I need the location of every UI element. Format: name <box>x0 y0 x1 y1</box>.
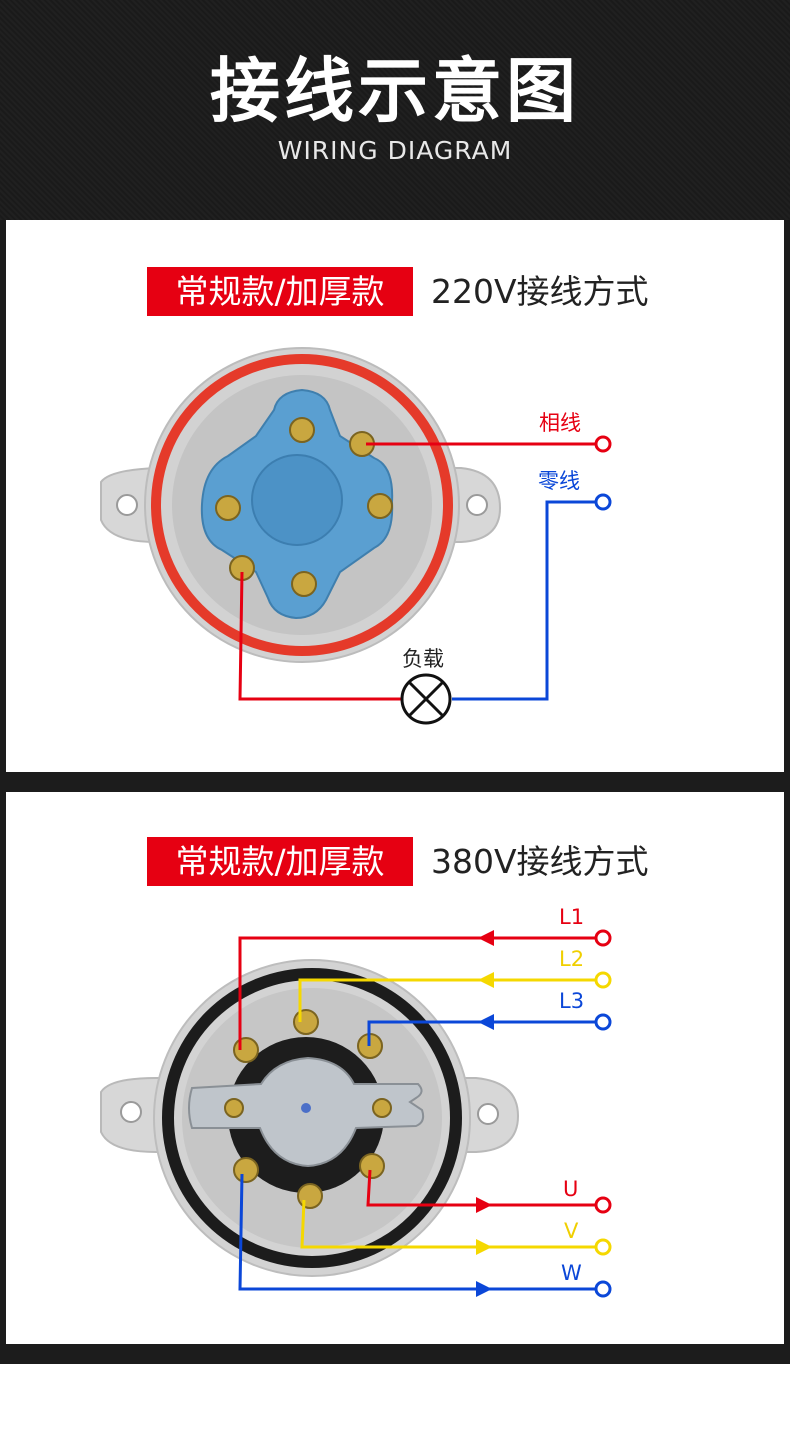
wire-v <box>300 1199 603 1249</box>
label-l3: L3 <box>559 989 584 1013</box>
terminal-l2 <box>594 971 612 989</box>
label-v: V <box>564 1219 579 1243</box>
tag-220: 常规款/加厚款 <box>147 267 413 316</box>
mounting-hole-left <box>120 1101 142 1123</box>
wire-l2 <box>298 978 603 1022</box>
wire-neutral <box>452 500 603 701</box>
arrow-l1 <box>478 930 494 946</box>
arrow-l2 <box>478 972 494 988</box>
wire-load-return <box>238 571 402 701</box>
label-w: W <box>561 1261 582 1285</box>
arrow-u <box>476 1197 492 1213</box>
panel-220: 相线 零线 负载 常规款/加厚款 220V接线方式 <box>6 220 784 772</box>
terminal-v <box>594 1238 612 1256</box>
neutral-terminal <box>594 493 612 511</box>
terminal-l1 <box>594 929 612 947</box>
heading-380: 380V接线方式 <box>431 842 649 881</box>
gasket-ring <box>162 968 462 1268</box>
load-cross <box>407 680 445 718</box>
gasket-ring <box>151 354 453 656</box>
label-phase: 相线 <box>539 411 581 435</box>
tag-380: 常规款/加厚款 <box>147 837 413 886</box>
panel-380: L1 L2 L3 U V W 常规款/加厚款 380V接线方式 <box>6 792 784 1344</box>
switch-cap <box>251 454 343 546</box>
terminal-w <box>594 1280 612 1298</box>
mounting-hole-right <box>477 1103 499 1125</box>
handle-pivot <box>301 1103 311 1113</box>
heading-220: 220V接线方式 <box>431 272 649 311</box>
arrow-v <box>476 1239 492 1255</box>
mounting-hole-left <box>116 494 138 516</box>
arrow-l3 <box>478 1014 494 1030</box>
mounting-hole-right <box>466 494 488 516</box>
diagram-220-svg: 相线 零线 负载 <box>100 347 612 725</box>
page-subtitle: WIRING DIAGRAM <box>277 136 513 165</box>
label-neutral: 零线 <box>538 469 580 493</box>
page-header: 接线示意图 WIRING DIAGRAM <box>0 0 790 220</box>
page-title: 接线示意图 <box>210 50 580 132</box>
label-load: 负载 <box>402 647 444 671</box>
terminal-screws <box>215 417 393 597</box>
wire-u <box>366 1169 603 1207</box>
diagram-380-svg: L1 L2 L3 U V W <box>100 905 612 1298</box>
phase-terminal <box>594 435 612 453</box>
wire-l3 <box>367 1020 603 1046</box>
label-l2: L2 <box>559 947 584 971</box>
terminal-l3 <box>594 1013 612 1031</box>
label-u: U <box>563 1177 578 1201</box>
label-l1: L1 <box>559 905 584 929</box>
arrow-w <box>476 1281 492 1297</box>
terminal-u <box>594 1196 612 1214</box>
